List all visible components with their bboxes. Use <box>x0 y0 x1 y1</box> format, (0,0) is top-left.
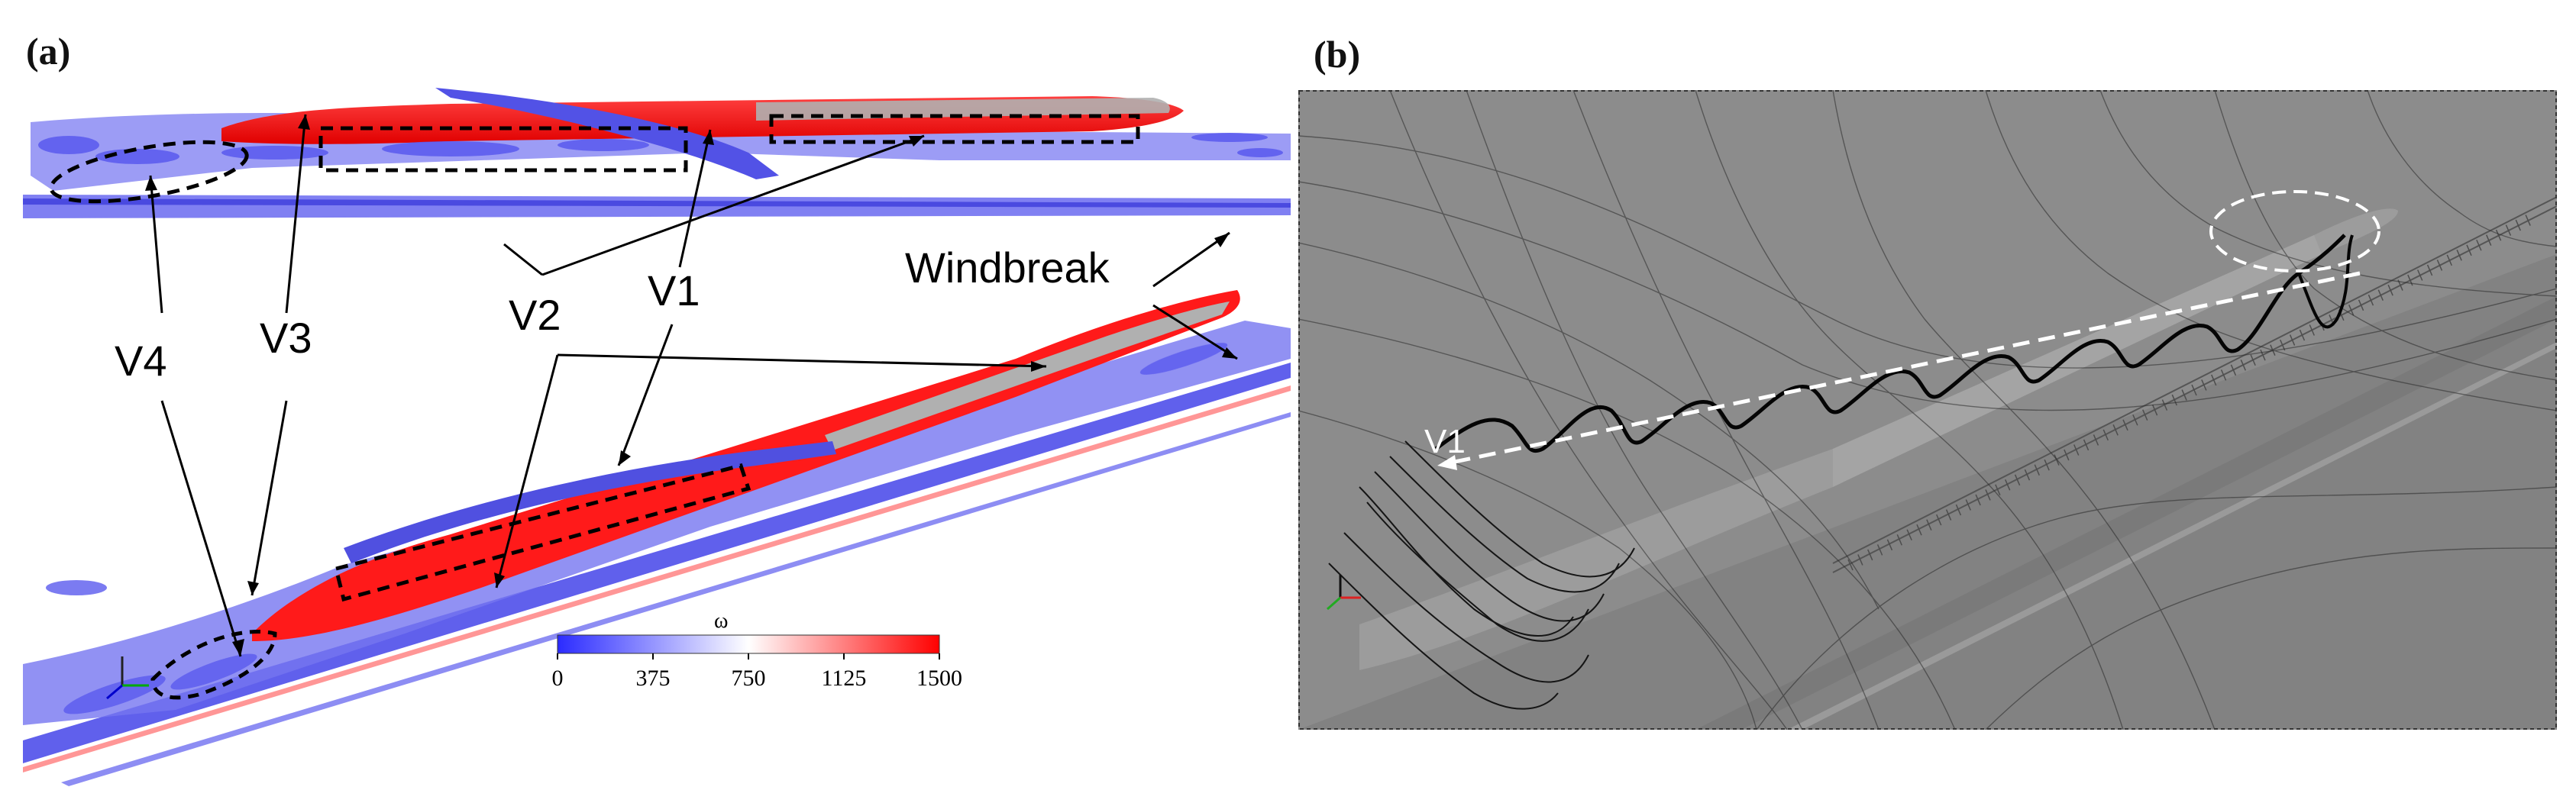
windbreak-hatch-mark <box>2220 369 2227 381</box>
label-v3: V3 <box>260 314 312 362</box>
windbreak-hatch-mark <box>2250 354 2256 366</box>
windbreak-hatch-mark <box>2064 449 2070 461</box>
top-v1-vortex <box>435 88 779 179</box>
windbreak-hatch-mark <box>1876 544 1883 556</box>
windbreak-hatch-mark <box>2515 219 2521 231</box>
windbreak-hatch-mark <box>2446 254 2452 266</box>
windbreak-hatch-mark <box>2358 299 2364 311</box>
windbreak-hatch-mark <box>2044 459 2050 471</box>
oblique-view <box>23 290 1291 786</box>
windbreak-hatch-mark <box>1867 549 1873 561</box>
ground-plane <box>1298 254 2557 730</box>
colorbar-tick: 375 <box>636 666 671 691</box>
colorbar-symbol: ω <box>714 609 728 633</box>
streamlines-background <box>1298 90 2557 730</box>
windbreak-hatch-mark <box>1936 514 1942 526</box>
windbreak-hatch-mark <box>1945 509 1952 521</box>
windbreak-hatch-mark <box>2436 260 2443 271</box>
label-windbreak: Windbreak <box>905 243 1110 292</box>
windbreak-hatch-mark <box>2191 384 2197 396</box>
windbreak-hatch-mark <box>1857 554 1863 566</box>
windbreak-hatch-mark <box>2024 469 2031 481</box>
windbreak-hatch-mark <box>1965 499 1971 511</box>
windbreak-hatch-mark <box>2348 305 2355 316</box>
windbreak-hatch-mark <box>2005 479 2011 491</box>
windbreak-hatch-mark <box>2230 364 2237 376</box>
windbreak-hatch-mark <box>2505 224 2512 236</box>
windbreak-hatch-mark <box>2093 434 2099 446</box>
top-view <box>23 88 1291 218</box>
panel-b-figure: V1 <box>1298 90 2557 730</box>
windbreak-wall <box>23 363 1291 763</box>
windbreak-hatch-mark <box>2299 329 2306 341</box>
top-v2-box <box>769 114 1140 144</box>
windbreak-hatch-mark <box>1985 489 1991 501</box>
colorbar-tick: 750 <box>732 666 766 691</box>
windbreak-hatch-mark <box>2211 374 2217 386</box>
windbreak-hatch-mark <box>2456 250 2462 261</box>
windbreak-hatch-mark <box>1995 484 2001 496</box>
windbreak-hatch-mark <box>1886 539 1893 551</box>
windbreak-hatch-mark <box>1847 559 1854 571</box>
windbreak-hatch-mark <box>2014 474 2021 486</box>
colorbar-tick: 1125 <box>822 666 867 691</box>
windbreak-hatch-mark <box>2387 284 2393 296</box>
windbreak-hatch-mark <box>1926 519 1932 530</box>
windbreak-hatch-mark <box>2309 324 2315 336</box>
windbreak-hatch-mark <box>2132 414 2138 426</box>
panel-a-letter: (a) <box>26 30 71 73</box>
windbreak-hatch-mark <box>2260 349 2266 361</box>
colorbar-tick: 1500 <box>916 666 962 691</box>
windbreak-hatch-mark <box>2240 359 2246 371</box>
windbreak-strip <box>1832 196 2557 573</box>
windbreak-hatch-mark <box>2073 444 2080 456</box>
windbreak-hatch-mark <box>2142 409 2148 421</box>
streamlines-tail-cluster <box>1328 440 1635 710</box>
windbreak-hatch-mark <box>2486 234 2492 247</box>
v1-helical-vortex <box>1434 234 2346 453</box>
colorbar-tick: 0 <box>552 666 564 691</box>
windbreak-hatch-mark <box>2368 294 2374 306</box>
windbreak-hatch-mark <box>1896 534 1902 546</box>
windbreak-hatch-mark <box>2525 214 2531 226</box>
windbreak-hatch-mark <box>2289 334 2296 346</box>
leader-lines <box>149 114 1238 657</box>
windbreak-hatch-mark <box>2171 394 2177 406</box>
windbreak-hatch-mark <box>2112 424 2119 436</box>
oblique-v3-box <box>333 463 751 602</box>
label-v2: V2 <box>509 291 561 339</box>
windbreak-hatch-mark <box>2495 229 2502 241</box>
windbreak-hatch-mark <box>2466 244 2472 256</box>
windbreak-hatch-mark <box>2417 269 2423 281</box>
label-v1-b: V1 <box>1424 423 1466 460</box>
windbreak-hatch-mark <box>2083 439 2090 451</box>
windbreak-hatch-mark <box>2122 419 2128 431</box>
colorbar: ω 0 375 750 1125 1500 <box>552 609 963 691</box>
windbreak-hatch-mark <box>2201 379 2207 391</box>
windbreak-hatch-mark <box>1975 494 1981 506</box>
label-v4: V4 <box>115 337 167 385</box>
v1-origin-marker <box>2209 190 2380 273</box>
windbreak-hatch-mark <box>2426 264 2433 276</box>
panel-b-letter: (b) <box>1314 33 1361 76</box>
windbreak-hatch-mark <box>1906 529 1912 541</box>
windbreak-hatch-mark <box>1955 504 1962 516</box>
windbreak-hatch-mark <box>1916 524 1922 536</box>
panel-a-figure: V4 V3 V2 V1 Windbreak ω 0 375 750 1125 1… <box>23 88 1291 786</box>
windbreak-hatch-mark <box>2476 239 2482 251</box>
windbreak-hatch-mark <box>2102 429 2109 441</box>
windbreak-hatch-mark <box>2181 389 2187 401</box>
label-v1: V1 <box>648 266 700 314</box>
windbreak-hatch-mark <box>2161 399 2168 411</box>
top-v3-box <box>318 126 688 173</box>
windbreak-hatch-mark <box>2151 404 2158 416</box>
windbreak-hatch-mark <box>2377 289 2384 301</box>
windbreak-hatch-mark <box>2034 464 2040 476</box>
oblique-v1-vortex <box>344 441 836 563</box>
